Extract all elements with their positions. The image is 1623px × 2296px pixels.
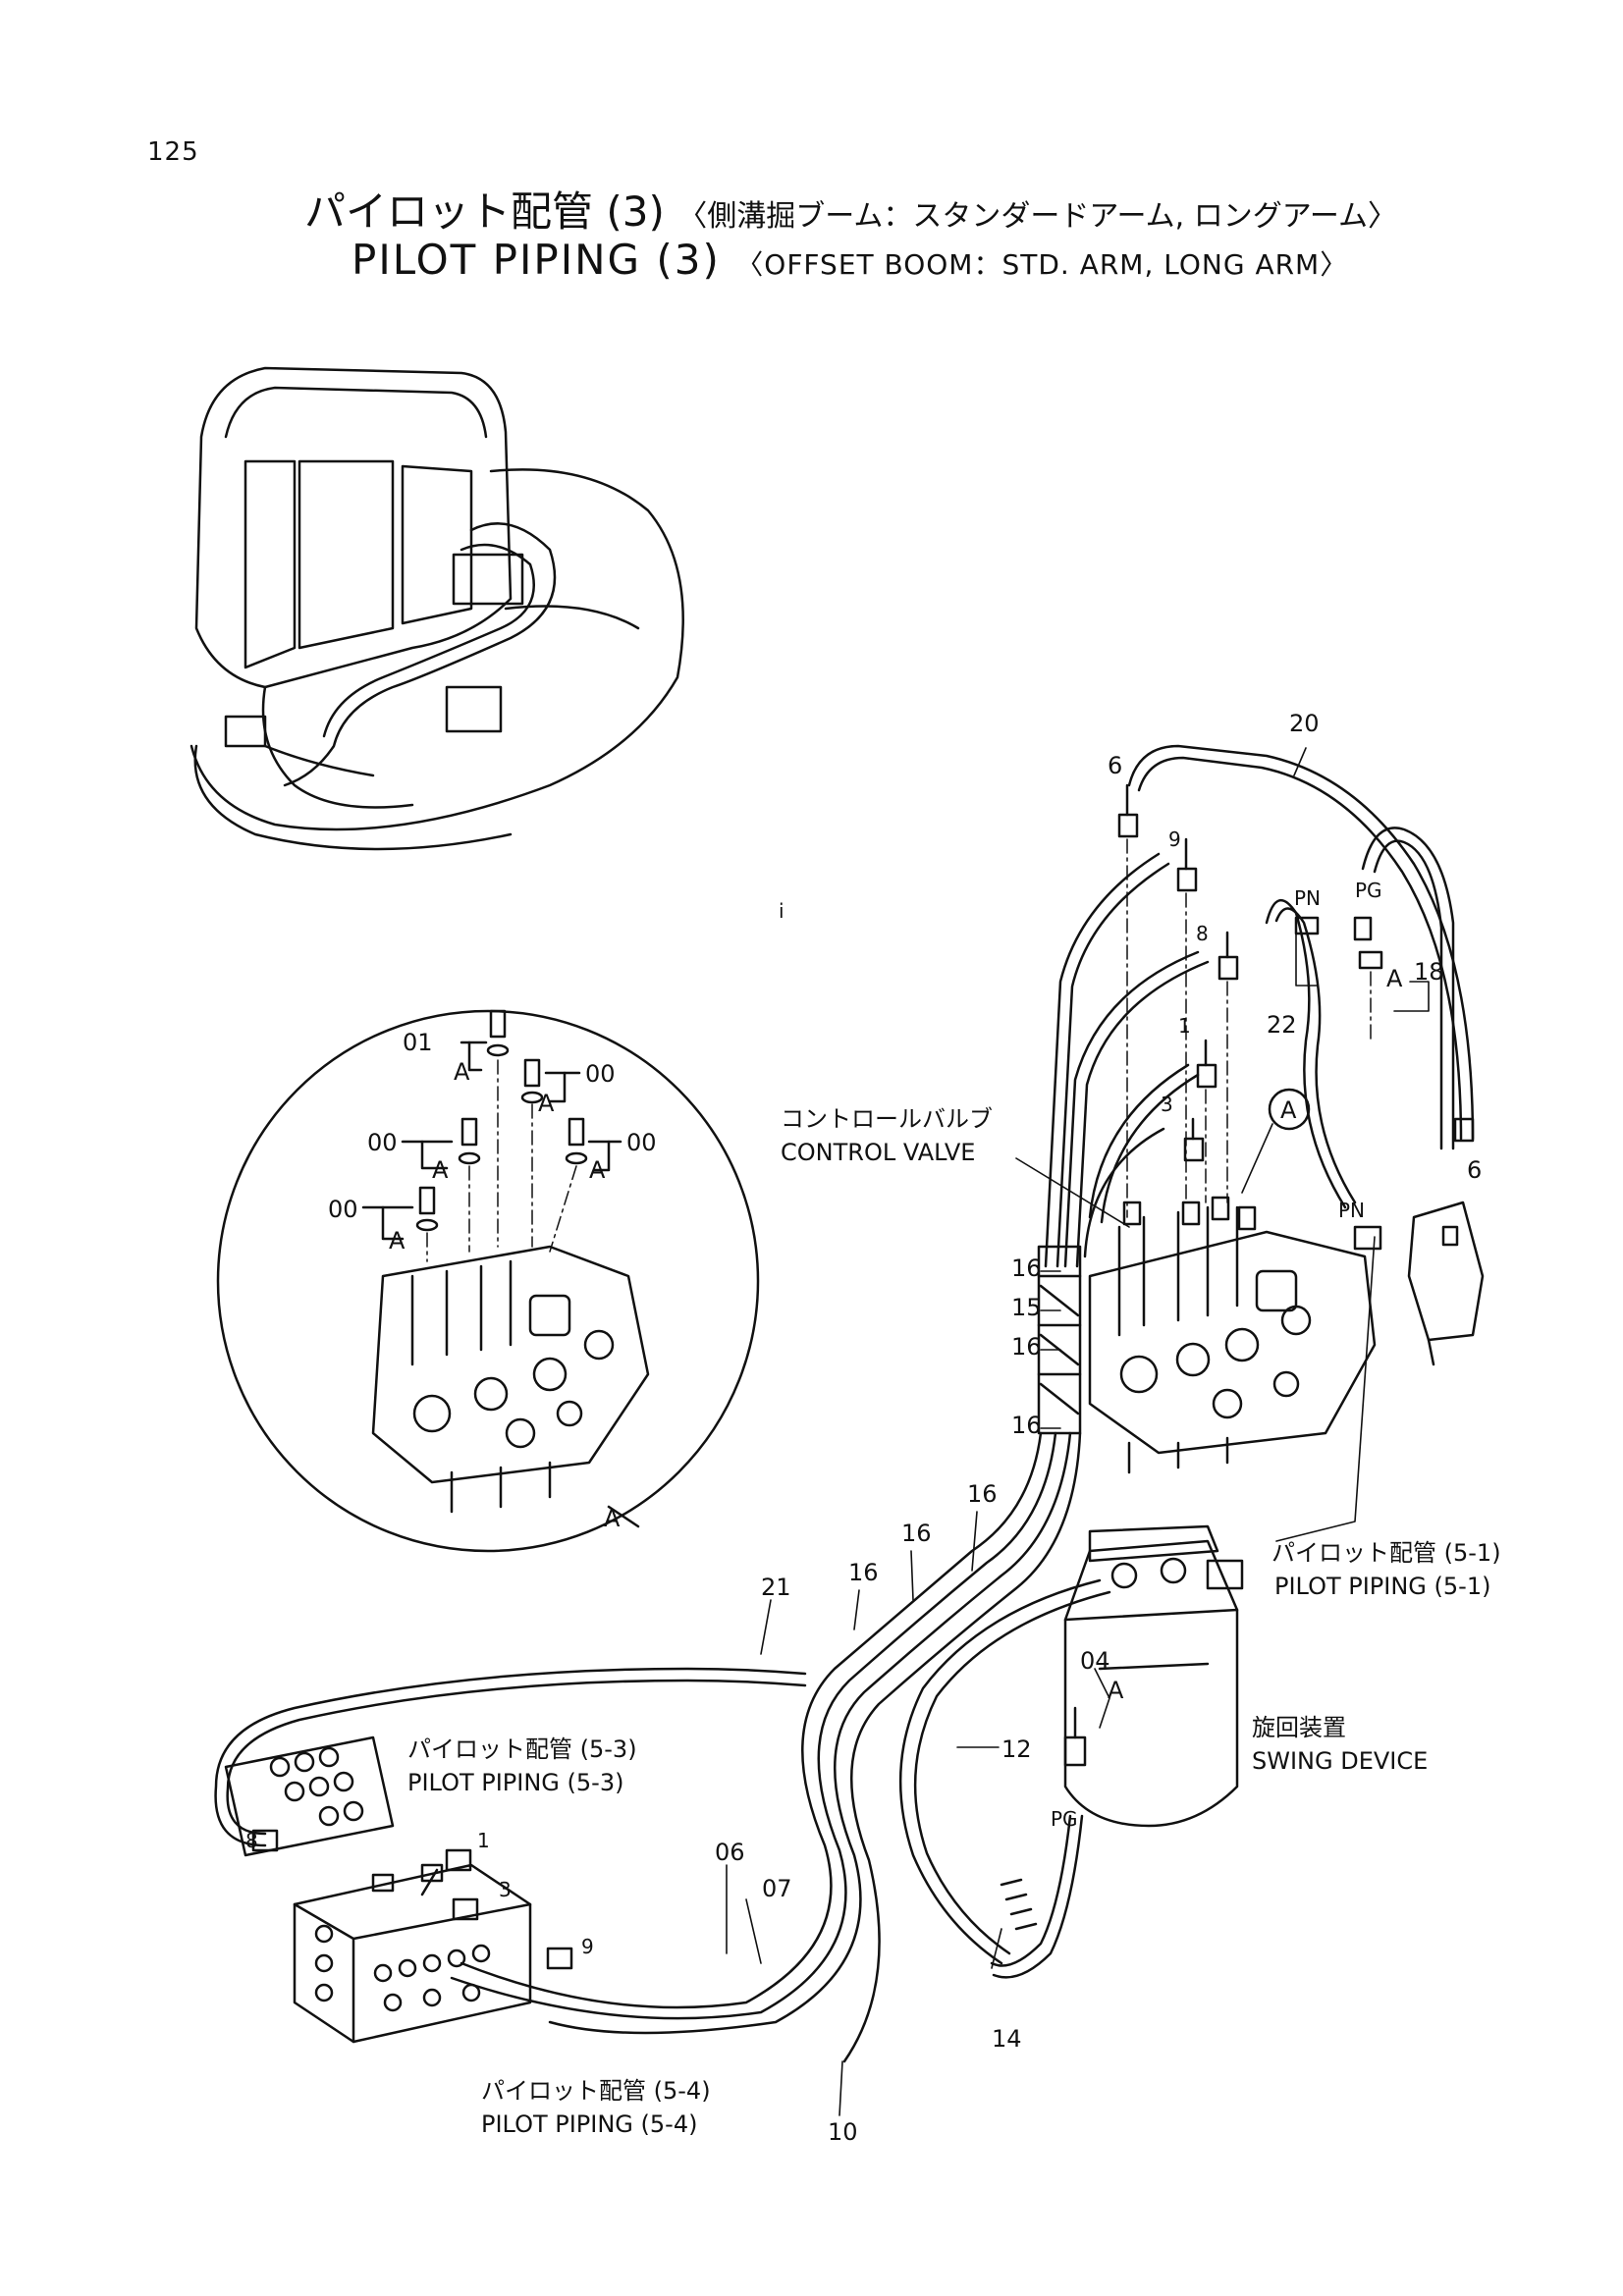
callout-16-c: 16 (1011, 1412, 1042, 1439)
title-jp-main: パイロット配管 (3) (304, 187, 665, 236)
callout-04: 04 (1080, 1647, 1110, 1675)
callout-8-lower: 8 (245, 1829, 258, 1852)
pilot-piping-54-en: PILOT PIPING (5-4) (481, 2110, 697, 2138)
hose-14 (990, 1814, 1084, 1979)
callout-21: 21 (761, 1574, 791, 1601)
title-en-sub: 〈OFFSET BOOM：STD. ARM, LONG ARM〉 (735, 248, 1349, 281)
control-valve-illustration (1088, 1196, 1377, 1474)
component-labels: コントロールバルブ CONTROL VALVE パイロット配管 (5-1) PI… (407, 899, 1501, 2138)
detail-callout-a2: A (538, 1090, 555, 1117)
callout-3-top: 3 (1161, 1093, 1173, 1116)
swing-device-label-en: SWING DEVICE (1252, 1747, 1428, 1775)
detail-callout-a3: A (432, 1156, 449, 1184)
hose-22 (1265, 899, 1357, 1209)
pilot-block-right (1407, 1201, 1485, 1366)
callout-labels: 20 6 9 8 1 3 PN PG 18 A 22 A 6 PN 16 15 … (245, 710, 1482, 2146)
callout-6-right: 6 (1467, 1156, 1482, 1184)
callout-9-top: 9 (1168, 828, 1181, 851)
callout-10: 10 (828, 2118, 858, 2146)
detail-callout-00-c: 00 (626, 1129, 657, 1156)
hose-pg (1361, 827, 1455, 1150)
title-jp-sub: 〈側溝掘ブーム：スタンダードアーム, ロングアーム〉 (677, 199, 1397, 234)
callout-07: 07 (762, 1875, 792, 1902)
callout-8-top: 8 (1196, 922, 1209, 945)
callout-pn-lower: PN (1338, 1199, 1365, 1222)
callout-9-lower: 9 (581, 1935, 594, 1958)
detail-callout-00-b: 00 (367, 1129, 398, 1156)
callout-15: 15 (1011, 1294, 1042, 1321)
callout-16-b: 16 (1011, 1333, 1042, 1361)
callout-12: 12 (1001, 1735, 1032, 1763)
callout-16-f: 16 (848, 1559, 879, 1586)
swing-device-illustration (1063, 1524, 1244, 1828)
pilot-piping-53-en: PILOT PIPING (5-3) (407, 1769, 623, 1796)
pilot-block-54-illustration (293, 1863, 532, 2044)
control-valve-label-en: CONTROL VALVE (781, 1139, 975, 1166)
callout-16-d: 16 (967, 1480, 998, 1508)
pilot-piping-51-jp: パイロット配管 (5-1) (1271, 1539, 1501, 1567)
leader-lines (726, 747, 1430, 2116)
callout-18: 18 (1414, 958, 1444, 986)
detail-callout-a4: A (589, 1156, 606, 1184)
title-en-main: PILOT PIPING (3) (352, 236, 721, 284)
pilot-piping-51-en: PILOT PIPING (5-1) (1274, 1573, 1490, 1600)
callout-16-a: 16 (1011, 1255, 1042, 1282)
title-japanese: パイロット配管 (3) 〈側溝掘ブーム：スタンダードアーム, ロングアーム〉 (304, 179, 1397, 239)
detail-callout-a-bottom: A (604, 1505, 621, 1532)
control-valve-top-fittings (1063, 783, 1475, 1767)
detail-callout-00-d: 00 (328, 1196, 358, 1223)
stray-mark: i (779, 899, 784, 923)
callout-pg-swing: PG (1051, 1807, 1078, 1831)
callout-1-top: 1 (1178, 1014, 1191, 1038)
page-number: 125 (147, 137, 199, 167)
control-valve-label-jp: コントロールバルブ (781, 1105, 993, 1133)
callout-a-18: A (1386, 965, 1403, 992)
callout-06: 06 (715, 1839, 745, 1866)
pilot-piping-54-jp: パイロット配管 (5-4) (481, 2077, 711, 2105)
hose-20 (1127, 744, 1475, 1141)
callout-6-top: 6 (1108, 752, 1122, 779)
callout-pg-top: PG (1355, 879, 1382, 902)
excavator-cab-illustration (189, 366, 684, 851)
callout-1-lower: 1 (477, 1829, 490, 1852)
pilot-piping-53-jp: パイロット配管 (5-3) (407, 1735, 637, 1763)
detail-callout-a1: A (454, 1058, 470, 1086)
callout-20: 20 (1289, 710, 1320, 737)
callout-a-swing: A (1108, 1677, 1124, 1704)
pilot-block-fittings (251, 1829, 573, 1970)
callout-a-circle-label: A (1280, 1096, 1297, 1124)
callout-pn-top: PN (1294, 886, 1321, 910)
hoses-control-bundle (1044, 852, 1210, 1268)
callout-16-e: 16 (901, 1520, 932, 1547)
detail-callout-00-a: 00 (585, 1060, 616, 1088)
hoses-lower-bundle (450, 1431, 1082, 2063)
detail-callout-01: 01 (403, 1029, 433, 1056)
detail-a-circle (216, 1009, 760, 1553)
hose-21 (214, 1667, 807, 1847)
callout-a-circle (1268, 1088, 1311, 1131)
callout-22: 22 (1267, 1011, 1297, 1039)
callout-14: 14 (992, 2025, 1022, 2053)
title-english: PILOT PIPING (3) 〈OFFSET BOOM：STD. ARM, … (352, 236, 1348, 284)
swing-device-label-jp: 旋回装置 (1252, 1714, 1346, 1741)
protective-sleeve (1037, 1245, 1082, 1435)
hose-12 (898, 1578, 1111, 1965)
detail-callout-a5: A (389, 1227, 406, 1255)
callout-3-lower: 3 (499, 1878, 512, 1901)
